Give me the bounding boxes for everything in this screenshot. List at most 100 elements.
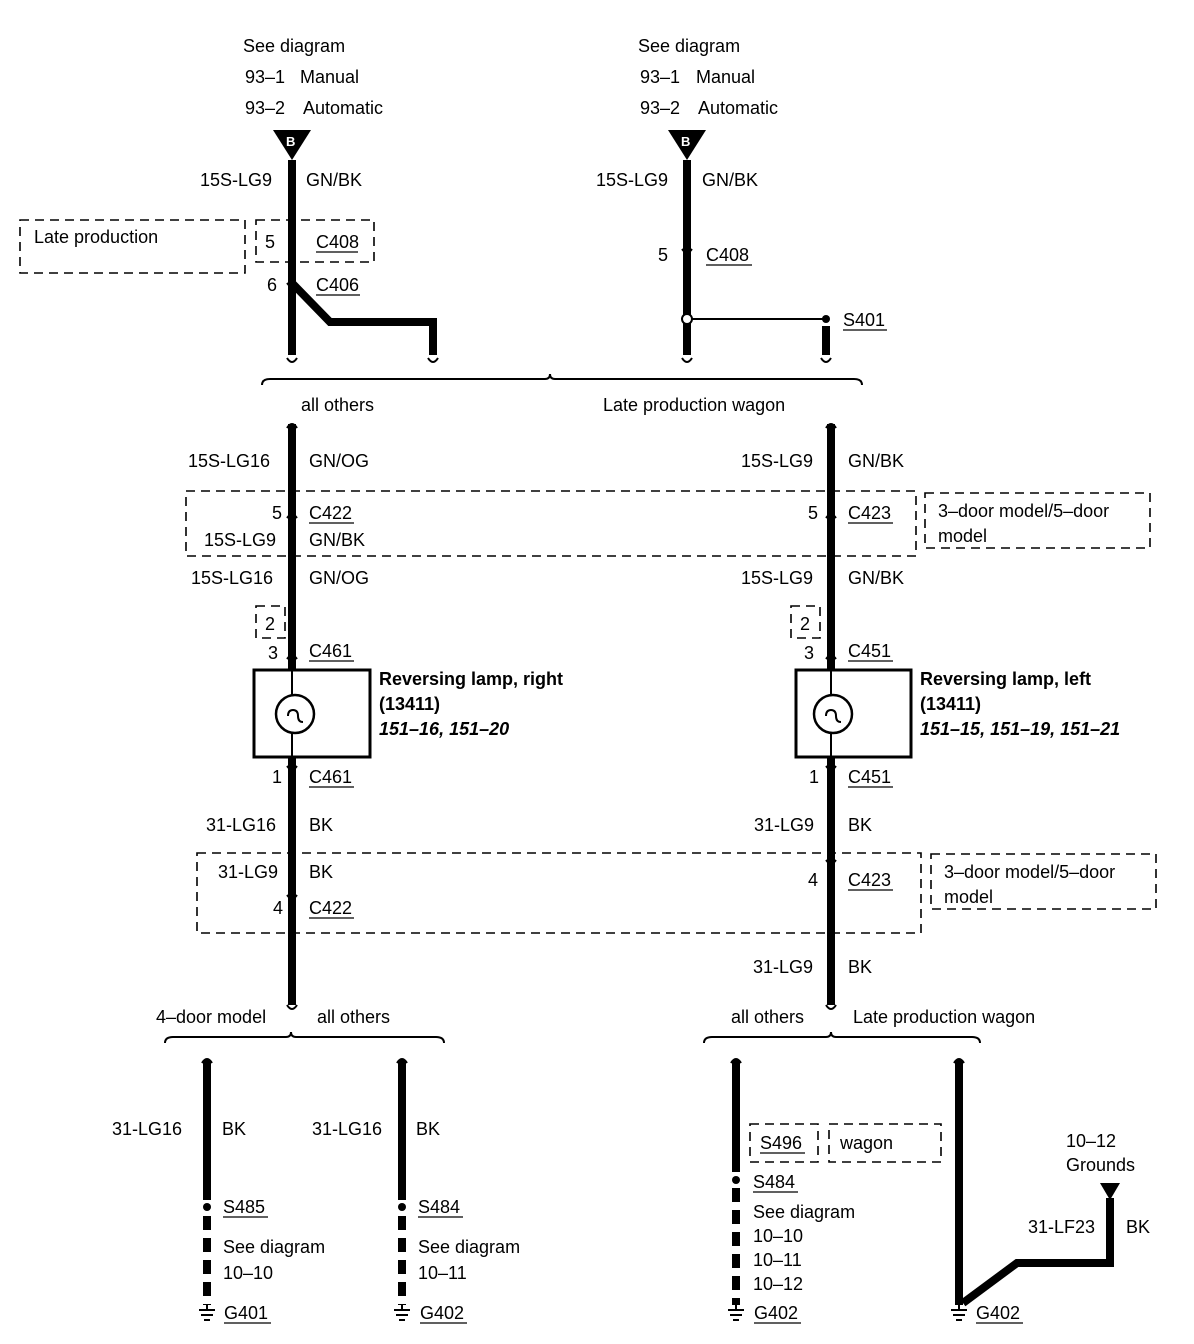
circuit-label: 15S-LG9 (741, 568, 813, 588)
pin-number: 3 (804, 643, 814, 663)
connector-id: C423 (848, 870, 891, 890)
pin-number: 5 (658, 245, 668, 265)
filament-icon (825, 708, 842, 723)
wire-color-label: GN/BK (848, 568, 904, 588)
wire-color-label: BK (309, 862, 333, 882)
ground-id: G402 (420, 1303, 464, 1323)
branch-label: Late production wagon (853, 1007, 1035, 1027)
splice-dot-icon (398, 1203, 406, 1211)
pin-arrow-icon (286, 510, 298, 519)
wire-color-label: BK (848, 957, 872, 977)
connector-id: C451 (848, 767, 891, 787)
circuit-label: 31-LG9 (218, 862, 278, 882)
ground-id: G402 (754, 1303, 798, 1323)
circuit-label: 31-LG16 (206, 815, 276, 835)
pin-arrow-icon (286, 282, 298, 291)
connector-letter: B (681, 134, 690, 149)
pin-number: 5 (808, 503, 818, 523)
circuit-label: 15S-LG16 (191, 568, 273, 588)
pin-arrow-icon (286, 765, 298, 774)
wire-color-label: BK (416, 1119, 440, 1139)
ground-id: G402 (976, 1303, 1020, 1323)
splice-dot-icon (732, 1176, 740, 1184)
option-box (790, 605, 821, 639)
circuit-label: 15S-LG9 (596, 170, 668, 190)
branch-brace (261, 373, 863, 386)
break-icon (396, 1058, 408, 1064)
break-icon (825, 1004, 837, 1010)
circuit-label: 31-LG9 (754, 815, 814, 835)
note-box (924, 492, 1151, 549)
branch-label: 4–door model (156, 1007, 266, 1027)
see-diagram-label: See diagram (753, 1202, 855, 1222)
option-box (255, 605, 286, 639)
splice-id: S401 (843, 310, 885, 330)
connector-id: C408 (706, 245, 749, 265)
note-label: model (944, 887, 993, 907)
circuit-label: 15S-LG9 (741, 451, 813, 471)
wire-color-label: BK (1126, 1217, 1150, 1237)
branch-label: all others (731, 1007, 804, 1027)
break-icon (201, 1058, 213, 1064)
see-diagram-label: See diagram (243, 36, 345, 56)
pin-number: 1 (272, 767, 282, 787)
circuit-label: 31-LF23 (1028, 1217, 1095, 1237)
splice-dot-icon (203, 1203, 211, 1211)
circuit-label: 15S-LG9 (200, 170, 272, 190)
wire-color-label: GN/BK (306, 170, 362, 190)
ground-id: G401 (224, 1303, 268, 1323)
pin-number: 4 (808, 870, 818, 890)
break-icon (730, 1058, 742, 1064)
pin-number: 4 (273, 898, 283, 918)
pin-arrow-icon (825, 765, 837, 774)
pin-arrow-icon (681, 248, 693, 257)
break-icon (681, 357, 693, 363)
see-diagram-label: See diagram (418, 1237, 520, 1257)
connector-triangle-icon (273, 130, 311, 160)
bulb-icon (812, 693, 854, 735)
splice-dot-icon (681, 313, 693, 325)
pin-arrow-icon (825, 510, 837, 519)
see-diagram-label: See diagram (638, 36, 740, 56)
pin-number: 5 (272, 503, 282, 523)
ref-code: 93–2 (640, 98, 680, 118)
splice-dot-icon (822, 315, 830, 323)
ground-icon (199, 1305, 215, 1321)
ref-code: 10–12 (753, 1274, 803, 1294)
connector-id: C461 (309, 641, 352, 661)
pin-arrow-icon (286, 651, 298, 660)
circuit-label: 31-LG16 (312, 1119, 382, 1139)
component-name: Reversing lamp, left (920, 669, 1091, 689)
ground-ref-triangle-icon (1100, 1183, 1120, 1200)
component-name: Reversing lamp, right (379, 669, 563, 689)
wire-color-label: BK (222, 1119, 246, 1139)
top-right-source: See diagram 93–1 Manual 93–2 Automatic B… (596, 36, 778, 190)
wire-color-label: GN/BK (848, 451, 904, 471)
branch-label: Late production wagon (603, 395, 785, 415)
note-label: 3–door model/5–door (938, 501, 1109, 521)
pin-arrow-icon (825, 859, 837, 868)
splice-id: S485 (223, 1197, 265, 1217)
break-icon (427, 357, 439, 363)
connector-triangle-icon (668, 130, 706, 160)
pin-number: 3 (268, 643, 278, 663)
ref-label: Automatic (698, 98, 778, 118)
break-icon (286, 1004, 298, 1010)
ref-label: Manual (696, 67, 755, 87)
connector-box (255, 219, 375, 263)
connector-id: C451 (848, 641, 891, 661)
note-label: Late production (34, 227, 158, 247)
ground-icon (728, 1305, 744, 1321)
branch-label: all others (301, 395, 374, 415)
pin-arrow-icon (286, 894, 298, 903)
ref-label: Grounds (1066, 1155, 1135, 1175)
ref-code: 93–2 (245, 98, 285, 118)
filament-icon (287, 708, 304, 723)
wire-color-label: BK (309, 815, 333, 835)
branch-brace (703, 1031, 981, 1044)
ref-code: 10–10 (753, 1226, 803, 1246)
wire (289, 280, 437, 355)
door-model-box (196, 852, 922, 934)
pin-number: 5 (265, 232, 275, 252)
ref-label: Manual (300, 67, 359, 87)
